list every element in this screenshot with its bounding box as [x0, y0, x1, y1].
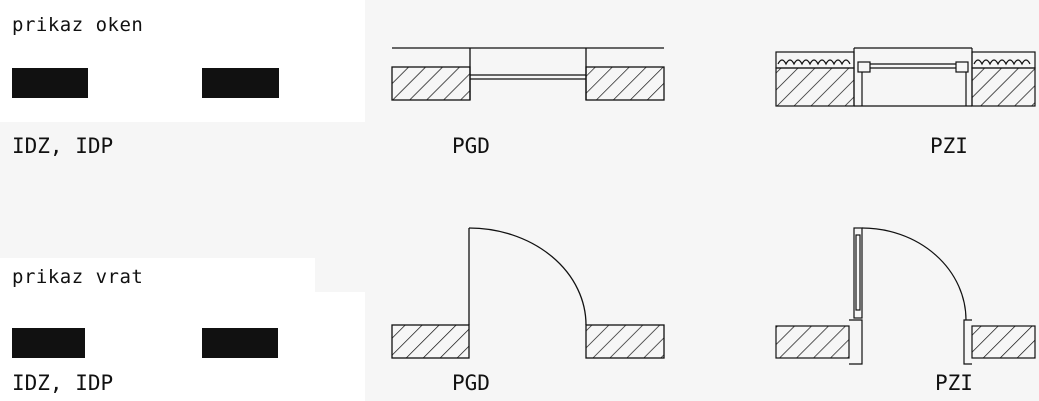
windows-heading: prikaz oken — [12, 14, 144, 36]
background-white-mid — [0, 258, 315, 298]
door-symbol-pgd — [391, 227, 665, 359]
windows-caption-pgd: PGD — [452, 134, 490, 158]
window-symbol-pzi — [775, 47, 1036, 107]
doors-heading: prikaz vrat — [12, 266, 144, 288]
doors-caption-idz: IDZ, IDP — [12, 371, 114, 395]
window-symbol-idz — [12, 68, 279, 98]
doors-caption-pzi: PZI — [935, 371, 973, 395]
door-symbol-idz — [12, 328, 278, 358]
doors-caption-pgd: PGD — [452, 371, 490, 395]
door-symbol-pzi — [775, 227, 1036, 365]
background-white-top — [0, 0, 300, 122]
windows-caption-pzi: PZI — [930, 134, 968, 158]
window-symbol-pgd — [391, 47, 665, 101]
windows-caption-idz: IDZ, IDP — [12, 134, 114, 158]
